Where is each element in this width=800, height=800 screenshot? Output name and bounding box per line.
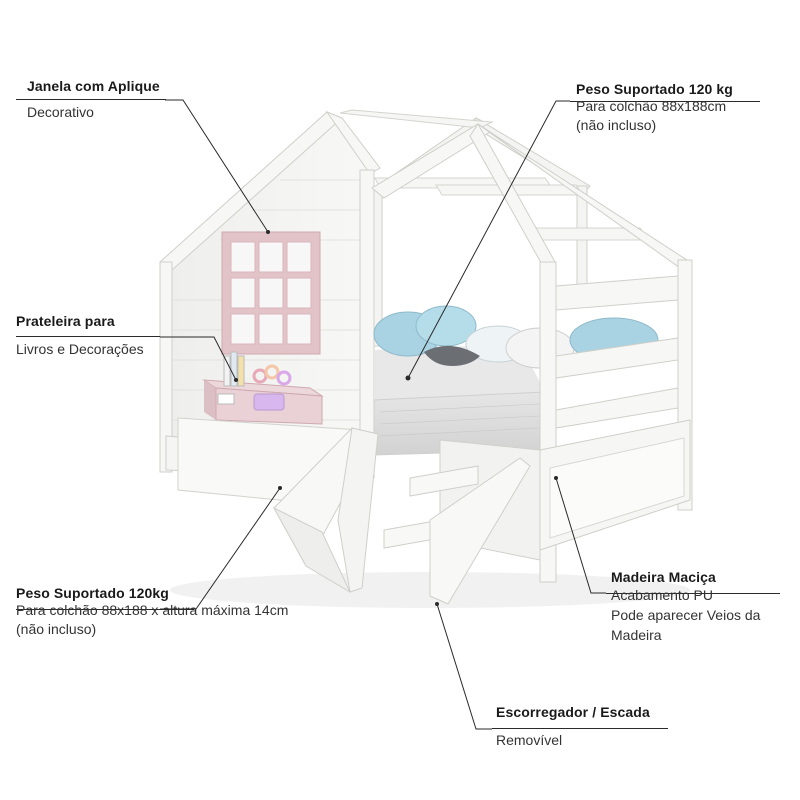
underline-madeira bbox=[606, 593, 780, 594]
leader-dots bbox=[234, 230, 558, 606]
callout-title: Prateleira para bbox=[16, 313, 115, 329]
callout-text: Removível bbox=[496, 732, 563, 748]
underline-peso-top bbox=[570, 101, 760, 102]
wall-shelf bbox=[202, 351, 324, 425]
bed-base bbox=[165, 417, 691, 561]
callout-text: Para colchão 88x188cm bbox=[576, 98, 727, 114]
underline-prateleira bbox=[16, 336, 160, 337]
callout-text: Madeira bbox=[611, 627, 662, 643]
callout-text: (não incluso) bbox=[16, 621, 97, 637]
window-applique bbox=[221, 231, 321, 355]
callout-slide-ladder: Escorregador / Escada Removível bbox=[496, 704, 650, 750]
ladder-steps bbox=[383, 457, 531, 605]
shelf-lamp bbox=[253, 393, 285, 411]
callout-title: Peso Suportado 120 kg bbox=[576, 81, 733, 97]
callout-title: Janela com Aplique bbox=[27, 78, 160, 94]
callout-text: Para colchão 88x188 x altura máxima 14cm bbox=[16, 602, 289, 618]
callout-text: Acabamento PU bbox=[611, 587, 713, 603]
callout-weight-capacity-bottom: Peso Suportado 120kg Para colchão 88x188… bbox=[16, 585, 288, 639]
underline-janela bbox=[16, 99, 166, 100]
callout-text: Decorativo bbox=[27, 104, 94, 120]
callout-shelf: Prateleira para Livros e Decorações bbox=[16, 313, 144, 359]
front-roof-frame bbox=[371, 123, 691, 269]
callout-title: Madeira Maciça bbox=[611, 569, 716, 585]
underline-peso-bottom bbox=[16, 609, 194, 610]
callout-text: Livros e Decorações bbox=[16, 341, 144, 357]
callout-text: (não incluso) bbox=[576, 117, 657, 133]
shelf-decor-garland bbox=[252, 364, 292, 386]
callout-title: Peso Suportado 120kg bbox=[16, 585, 169, 601]
shelf-books bbox=[217, 351, 245, 405]
callout-title: Escorregador / Escada bbox=[496, 704, 650, 720]
underline-escorregador bbox=[492, 728, 668, 729]
plush-whale bbox=[424, 345, 480, 366]
callout-text: Pode aparecer Veios da bbox=[611, 607, 761, 623]
callout-solid-wood: Madeira Maciça Acabamento PU Pode aparec… bbox=[611, 569, 760, 645]
slide bbox=[272, 427, 379, 594]
callout-window-applique: Janela com Aplique Decorativo bbox=[27, 78, 160, 122]
callout-weight-capacity-top: Peso Suportado 120 kg Para colchão 88x18… bbox=[576, 81, 733, 135]
